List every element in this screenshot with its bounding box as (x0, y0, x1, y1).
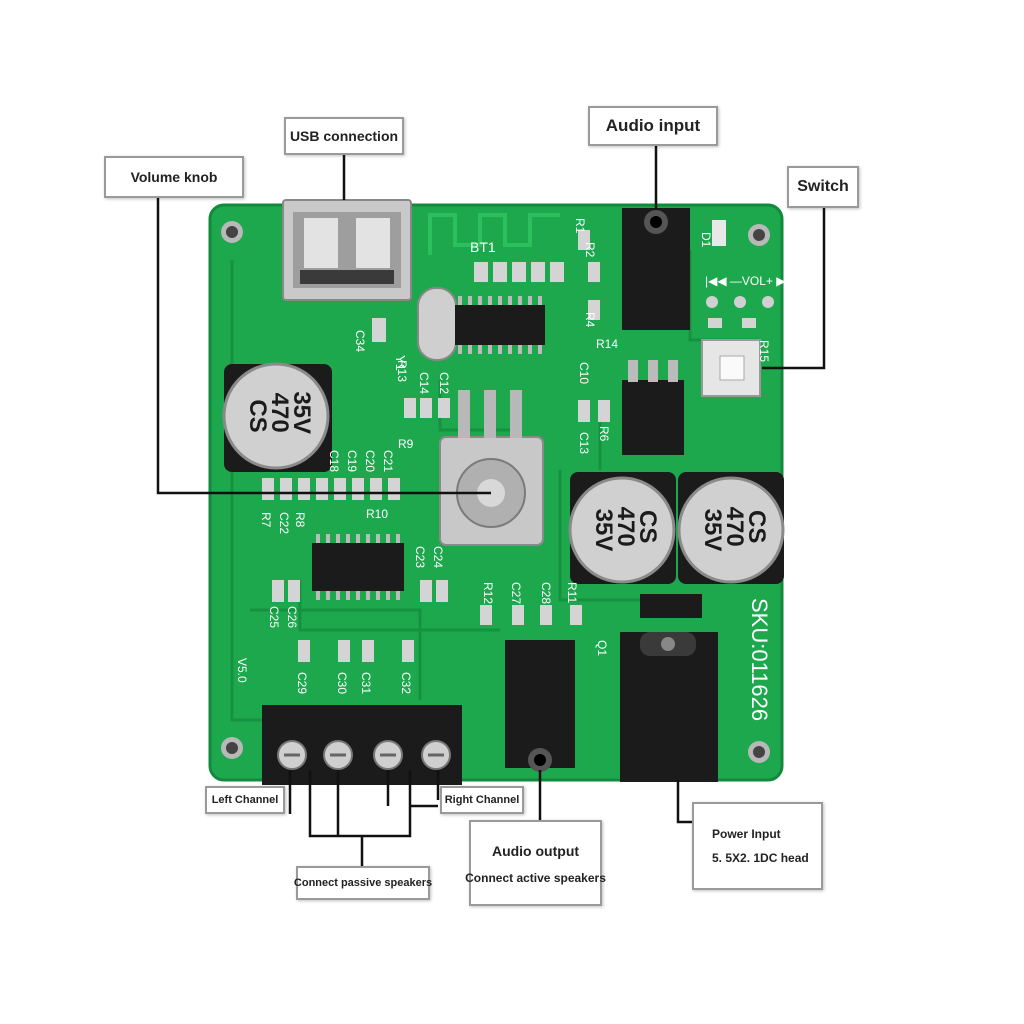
crystal-label: Y1 (393, 355, 408, 371)
silk-label-c14: C14 (417, 372, 431, 394)
audio-output-title: Audio output (491, 843, 580, 859)
capacitor-right: CS 470 35V (677, 472, 785, 584)
volume-knob-label: Volume knob (104, 156, 244, 198)
silk-label-c12: C12 (437, 372, 451, 394)
silk-label-r1: R1 (573, 218, 587, 234)
audio-output-label: Audio output Connect active speakers (465, 820, 606, 906)
volume-potentiometer (439, 390, 544, 546)
audio-input-jack (622, 208, 690, 330)
silk-label-c32: C32 (399, 672, 413, 694)
usb-port (282, 199, 412, 301)
silk-label-c20: C20 (363, 450, 377, 472)
silk-label-r4: R4 (583, 312, 597, 328)
silk-label-c29: C29 (295, 672, 309, 694)
silk-label-r6: R6 (597, 426, 611, 442)
right-channel-label: Right Channel (440, 786, 524, 814)
left-channel-label: Left Channel (205, 786, 285, 814)
mounting-holes (221, 221, 770, 763)
silk-label-c26: C26 (285, 606, 299, 628)
silk-label-c13: C13 (577, 432, 591, 454)
silk-label-c22: C22 (277, 512, 291, 534)
silk-label-c24: C24 (431, 546, 445, 568)
silk-label-r13: R13 (395, 360, 409, 382)
silk-label-c30: C30 (335, 672, 349, 694)
audio-input-label: Audio input (588, 106, 718, 146)
silk-label-c19: C19 (345, 450, 359, 472)
power-input-line (676, 780, 692, 824)
switch-label: Switch (787, 166, 859, 208)
silk-label-c28: C28 (539, 582, 553, 604)
silk-label-c21: C21 (381, 450, 395, 472)
silk-label-c18: C18 (327, 450, 341, 472)
silk-label-c25: C25 (267, 606, 281, 628)
vol-pins (706, 296, 774, 308)
svg-text:CS 470 35V: CS 470 35V (699, 507, 770, 554)
callout-lines (156, 145, 826, 866)
silk-label-c10: C10 (577, 362, 591, 384)
silk-label-r10: R10 (366, 507, 388, 521)
voltage-regulator (622, 360, 684, 455)
capacitor-middle: CS 470 35V (568, 472, 676, 584)
silk-label-d1: D1 (699, 232, 713, 248)
silk-label-c27: C27 (509, 582, 523, 604)
volume-knob-line (156, 197, 491, 495)
bluetooth-chip (455, 296, 545, 354)
power-input-sub: 5. 5X2. 1DC head (712, 851, 809, 865)
amplifier-chip (312, 534, 404, 600)
silk-label-r2: R2 (583, 242, 597, 258)
audio-output-jack (505, 640, 575, 772)
power-input-label: Power Input 5. 5X2. 1DC head (692, 802, 823, 890)
sku-label: SKU:011626 (747, 598, 772, 721)
vol-label: |◀◀ —VOL+ ▶▶| (705, 274, 798, 288)
audio-output-sub: Connect active speakers (465, 871, 606, 885)
svg-text:CS 470 35V: CS 470 35V (590, 507, 661, 554)
silk-label-r7: R7 (259, 512, 273, 528)
silk-label-r9: R9 (398, 437, 414, 451)
silk-label-c34: C34 (353, 330, 367, 352)
silk-label-r12: R12 (481, 582, 495, 604)
silk-label-c23: C23 (413, 546, 427, 568)
switch-line (762, 208, 826, 370)
silk-label-q1: Q1 (595, 640, 609, 656)
smd-components (262, 220, 756, 662)
silk-label-r14: R14 (596, 337, 618, 351)
bluetooth-label: BT1 (470, 239, 496, 255)
power-input-title: Power Input (712, 827, 781, 841)
capacitor-left: 35V 470 CS (222, 362, 332, 472)
version-label: V5.0 (235, 658, 249, 683)
usb-connection-label: USB connection (284, 117, 404, 155)
silk-label-c31: C31 (359, 672, 373, 694)
bluetooth-antenna (428, 213, 560, 255)
connect-passive-label: Connect passive speakers (294, 866, 432, 900)
silk-label-r8: R8 (293, 512, 307, 528)
dc-power-jack (620, 632, 718, 782)
silk-label-r15: R15 (757, 340, 771, 362)
svg-text:35V 470 CS: 35V 470 CS (244, 391, 315, 440)
passive-bracket-line (308, 770, 438, 866)
push-switch (701, 339, 761, 397)
crystal-oscillator (417, 287, 457, 361)
speaker-terminal-block (262, 705, 462, 785)
silk-label-r11: R11 (565, 582, 579, 603)
